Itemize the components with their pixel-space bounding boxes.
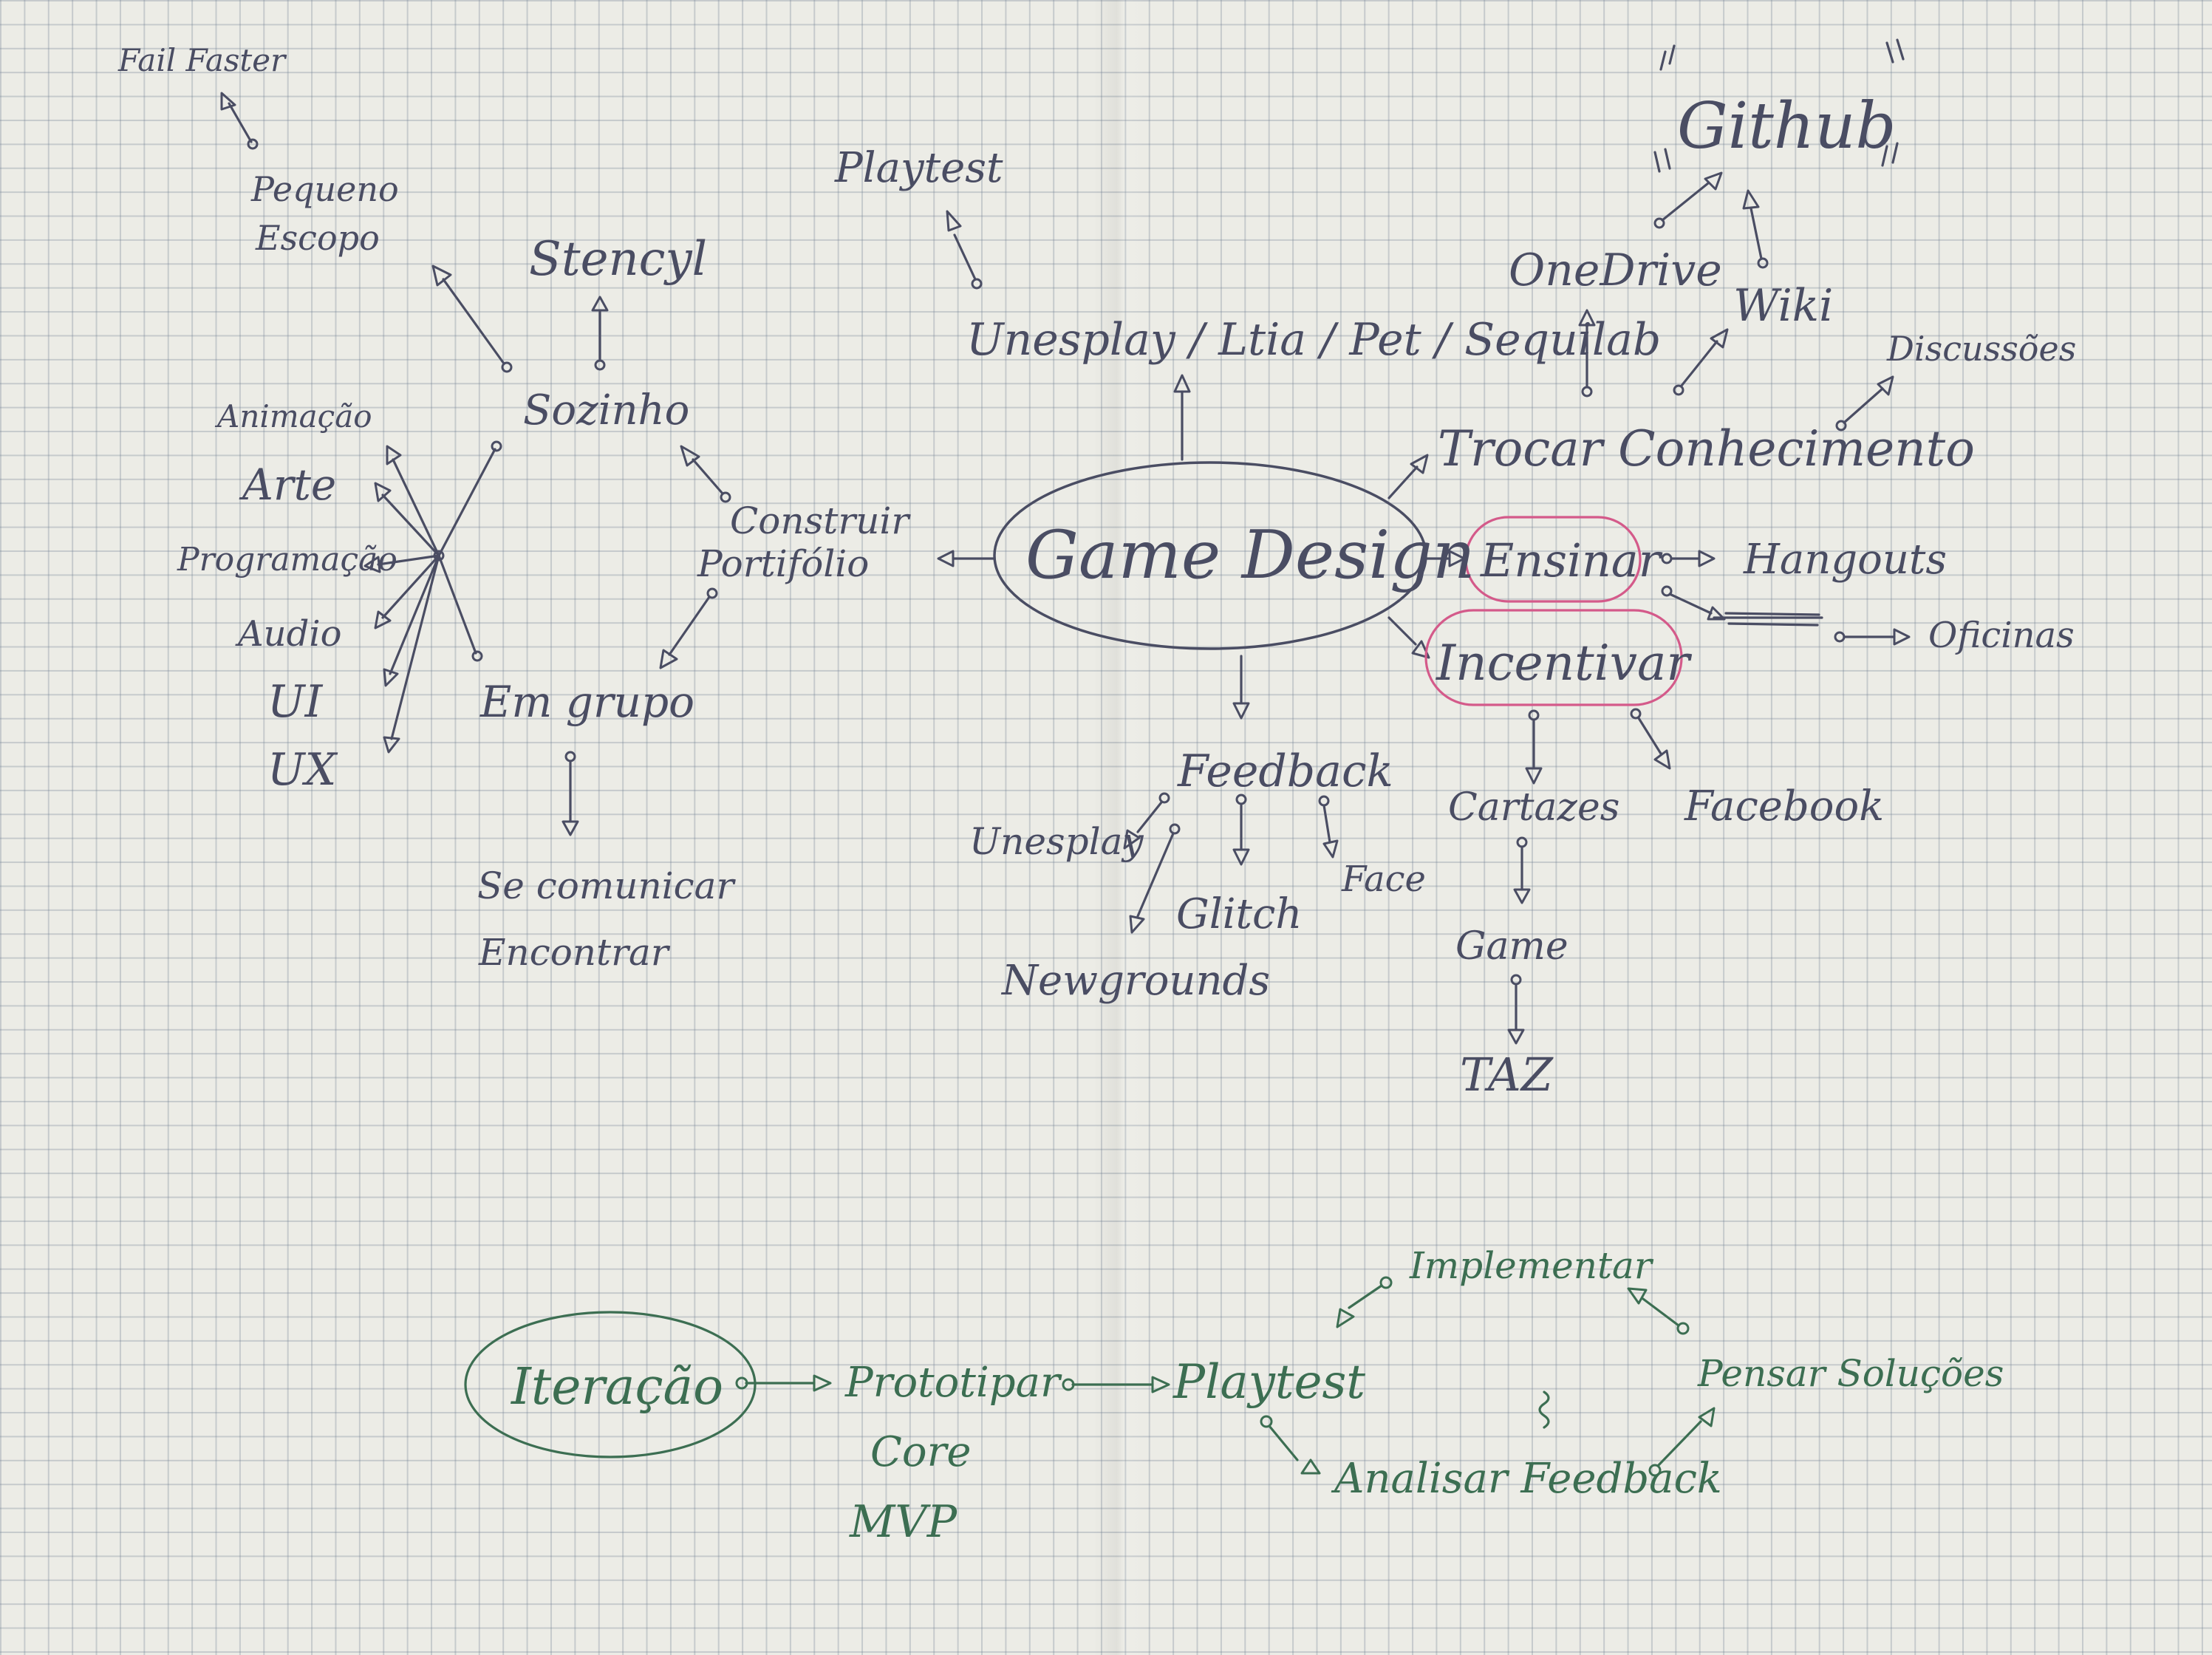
label-taz: TAZ (1460, 1048, 1554, 1102)
label-github: Github (1677, 89, 1897, 163)
connectors (220, 38, 1911, 1045)
label-skill-ui: UI (267, 676, 324, 728)
label-labs: Unesplay / Ltia / Pet / Sequilab (966, 314, 1661, 366)
label-portifolio: Portifólio (697, 542, 869, 585)
label-core: Core (870, 1428, 971, 1476)
ensinar-highlight (1464, 516, 1642, 603)
label-playtest-top: Playtest (834, 144, 1003, 192)
label-skill-programacao: Programação (177, 541, 397, 579)
label-stencyl: Stencyl (529, 232, 707, 287)
label-analisar-feedback: Analisar Feedback (1331, 1455, 1722, 1503)
label-encontrar: Encontrar (478, 931, 671, 974)
label-pequeno: Pequeno (250, 169, 399, 209)
label-implementar: Implementar (1409, 1244, 1654, 1287)
label-discussoes: Discussões (1886, 329, 2076, 369)
label-sozinho: Sozinho (523, 386, 689, 434)
label-skill-audio: Audio (235, 613, 342, 655)
label-feedback-glitch: Glitch (1176, 890, 1303, 938)
label-facebook: Facebook (1684, 782, 1884, 830)
label-escopo: Escopo (255, 218, 380, 258)
paper-fold (1093, 0, 1145, 1655)
label-feedback-unesplay: Unesplay (969, 820, 1144, 863)
label-incentivar: Incentivar (1436, 635, 1692, 692)
label-onedrive: OneDrive (1509, 245, 1722, 296)
label-feedback: Feedback (1177, 745, 1393, 797)
label-iteracao: Iteração (510, 1358, 723, 1416)
iteracao-labels: Iteração Prototipar Core MVP Playtest Im… (510, 1244, 2004, 1548)
label-hangouts: Hangouts (1743, 536, 1947, 584)
label-skill-arte: Arte (239, 460, 336, 510)
iteracao-ellipse (464, 1311, 757, 1458)
label-construir: Construir (730, 499, 911, 542)
label-ensinar: Ensinar (1480, 533, 1663, 587)
label-wiki: Wiki (1733, 280, 1833, 332)
label-skill-ux: UX (267, 744, 338, 796)
label-em-grupo: Em grupo (479, 677, 694, 727)
label-se-comunicar: Se comunicar (477, 864, 736, 907)
label-oficinas: Oficinas (1928, 615, 2075, 656)
label-mvp: MVP (849, 1496, 958, 1548)
label-trocar-conhecimento: Trocar Conhecimento (1438, 420, 1975, 477)
incentivar-highlight (1424, 609, 1683, 706)
iteracao-connectors (735, 1276, 1716, 1477)
label-fail-faster: Fail Faster (117, 42, 287, 78)
label-prototipar: Prototipar (844, 1359, 1062, 1407)
label-playtest-iter: Playtest (1172, 1355, 1365, 1410)
labels: Fail Faster Pequeno Escopo Stencyl Sozin… (117, 42, 2076, 1102)
game-design-title: Game Design (1025, 516, 1475, 594)
label-feedback-newgrounds: Newgrounds (1000, 957, 1270, 1005)
label-game: Game (1455, 924, 1568, 969)
label-feedback-face: Face (1341, 859, 1426, 900)
game-design-ellipse (993, 461, 1427, 650)
label-cartazes: Cartazes (1448, 785, 1619, 830)
label-pensar-solucoes: Pensar Soluções (1697, 1352, 2004, 1395)
label-skill-animacao: Animação (214, 398, 372, 434)
